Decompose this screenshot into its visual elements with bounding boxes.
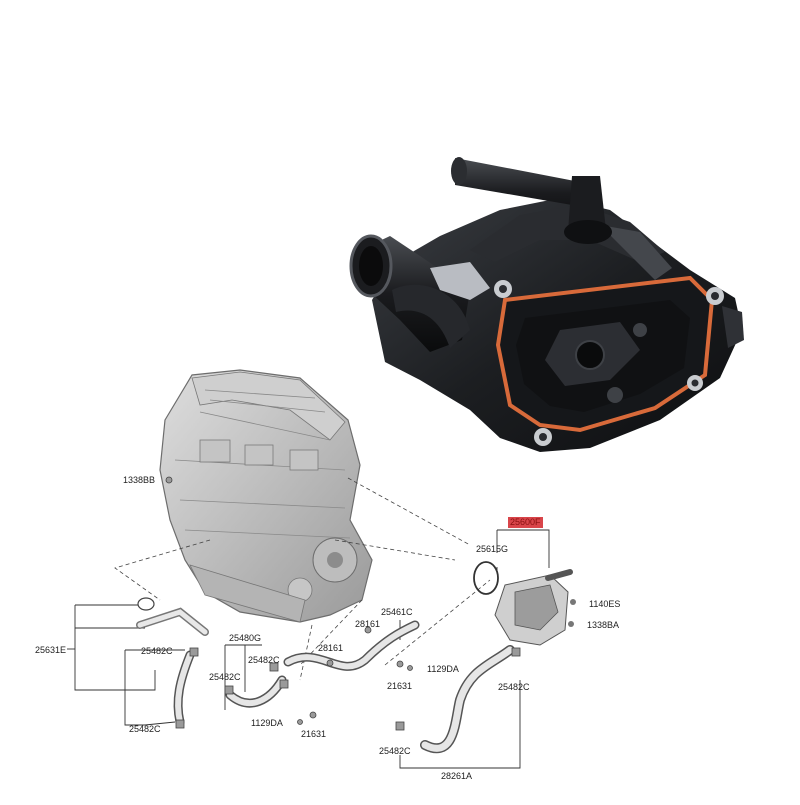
thermostat-housing-photo — [349, 157, 744, 452]
part-label-28161-b: 28161 — [318, 643, 344, 653]
bracket-lines — [67, 529, 550, 769]
part-label-25600F-highlighted[interactable]: 25600F — [508, 517, 543, 528]
part-label-1338BB: 1338BB — [123, 475, 156, 485]
part-label-28261A: 28261A — [441, 771, 473, 781]
part-label-1129DA-a: 1129DA — [427, 664, 459, 674]
hoses — [136, 561, 515, 753]
part-label-28161-a: 28161 — [355, 619, 381, 629]
part-label-25482C-d: 25482C — [141, 646, 173, 656]
part-label-25615G: 25615G — [476, 544, 509, 554]
part-label-25482C-e: 25482C — [129, 724, 161, 734]
part-label-25631E: 25631E — [35, 645, 67, 655]
dashed-leaders — [114, 477, 491, 681]
part-label-1140ES: 1140ES — [589, 599, 621, 609]
part-label-1129DA-b: 1129DA — [251, 718, 283, 728]
part-label-25482C-b: 25482C — [248, 655, 280, 665]
part-label-25482C-f: 25482C — [379, 746, 411, 756]
thermostat-drawing — [494, 569, 576, 646]
part-label-25461C: 25461C — [381, 607, 413, 617]
part-label-21631-a: 21631 — [387, 681, 413, 691]
part-label-21631-b: 21631 — [301, 729, 327, 739]
part-label-25480G: 25480G — [229, 633, 262, 643]
engine-block-drawing — [159, 369, 373, 623]
part-label-25482C-a: 25482C — [498, 682, 530, 692]
small-fasteners — [165, 476, 521, 731]
part-label-1338BA: 1338BA — [587, 620, 620, 630]
part-label-25482C-c: 25482C — [209, 672, 241, 682]
